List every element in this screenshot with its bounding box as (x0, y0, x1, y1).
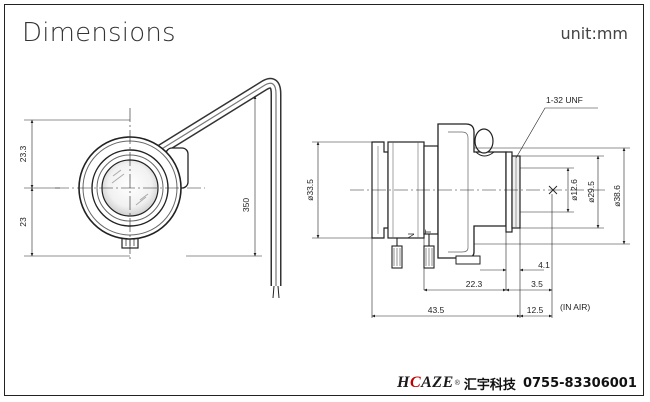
front-dimensions (24, 95, 262, 257)
drawing-frame (4, 4, 644, 396)
dim-front-top: 23.3 (18, 145, 28, 162)
knob-n-label: N (406, 233, 416, 239)
brand-logo: HCAZE (397, 374, 454, 392)
knob-t-label: T (423, 229, 433, 234)
side-view (371, 123, 521, 269)
page-title: Dimensions (22, 18, 176, 48)
dim-in-air: (IN AIR) (560, 302, 590, 312)
brand-name: 汇宇科技 (463, 377, 516, 393)
logo-part-2: C (409, 374, 422, 391)
brand-phone: 0755-83306001 (522, 375, 637, 391)
dim-thread: 1-32 UNF (546, 95, 583, 105)
front-view (55, 77, 282, 299)
dim-outer-dia: ø38.6 (612, 185, 622, 207)
registered-mark: ® (454, 379, 460, 387)
dim-22-3: 22.3 (466, 279, 483, 289)
dim-4-1: 4.1 (538, 260, 550, 270)
dim-body-dia: ø33.5 (305, 179, 315, 201)
dim-12-5: 12.5 (527, 305, 544, 315)
side-dimensions (312, 107, 630, 318)
dim-flange-dia: ø29.5 (586, 181, 596, 203)
image-point-marker (548, 185, 558, 195)
unit-label: unit:mm (560, 24, 628, 43)
dim-43-5: 43.5 (428, 305, 445, 315)
dim-3-5: 3.5 (531, 279, 543, 289)
dim-front-bottom: 23 (18, 217, 28, 227)
logo-part-1: H (397, 374, 410, 391)
brand-footer: HCAZE ® 汇宇科技 0755-83306001 (397, 374, 637, 393)
dim-cable-length: 350 (241, 198, 251, 212)
dim-mount-dia: ø12.6 (569, 179, 579, 201)
logo-part-3: AZE (421, 374, 454, 391)
